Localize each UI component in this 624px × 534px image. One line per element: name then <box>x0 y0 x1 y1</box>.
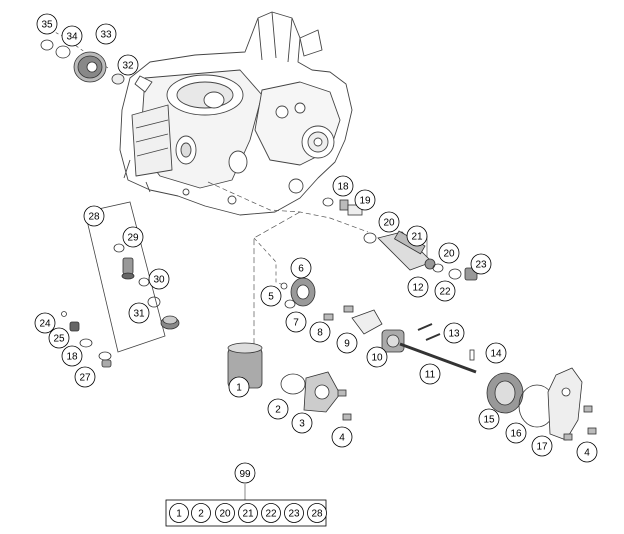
callout-bubble-c19 <box>354 189 376 211</box>
kit-item-bubble-2 <box>191 503 211 523</box>
engine-case-drawing <box>119 11 353 216</box>
callout-bubble-c30 <box>148 268 170 290</box>
callout-bubble-c31 <box>128 302 150 324</box>
callout-bubble-c32 <box>117 54 139 76</box>
callout-label-c27: 27 <box>79 373 91 384</box>
callout-label-c32: 32 <box>122 61 134 72</box>
callout-label-c22: 22 <box>439 287 451 298</box>
callout-bubble-c23 <box>470 253 492 275</box>
callout-bubble-c9 <box>336 332 358 354</box>
callout-bubble-c27 <box>74 366 96 388</box>
callout-bubble-c18b <box>332 175 354 197</box>
kit-items: 1 2 20 21 22 23 28 <box>169 503 327 523</box>
callout-bubble-c33 <box>95 23 117 45</box>
callout-label-c21: 21 <box>411 232 423 243</box>
kit-item-label-22: 22 <box>265 509 277 520</box>
kit-box: 99 1 2 20 21 22 23 28 <box>165 462 327 527</box>
callout-bubble-c10 <box>366 346 388 368</box>
callout-label-c12: 12 <box>412 283 424 294</box>
callout-label-c20b: 20 <box>443 249 455 260</box>
callout-label-c13: 13 <box>448 329 460 340</box>
callout-label-c20a: 20 <box>383 218 395 229</box>
kit-item-label-28: 28 <box>311 509 323 520</box>
kit-item-bubble-23 <box>284 503 304 523</box>
callout-label-c18a: 18 <box>66 352 78 363</box>
callout-bubble-c29 <box>122 226 144 248</box>
callout-bubble-c20a <box>378 211 400 233</box>
callout-label-c19: 19 <box>359 196 371 207</box>
callout-label-c4b: 4 <box>584 448 590 459</box>
callout-bubble-c18a <box>61 345 83 367</box>
callout-bubble-c35 <box>36 13 58 35</box>
kit-item-bubble-1 <box>169 503 189 523</box>
kit-item-bubble-21 <box>238 503 258 523</box>
callout-bubble-c21 <box>406 225 428 247</box>
callout-bubble-c1 <box>228 376 250 398</box>
callout-bubble-c16 <box>505 422 527 444</box>
callout-label-c34: 34 <box>66 32 78 43</box>
callout-label-c31: 31 <box>133 309 145 320</box>
callout-label-c10: 10 <box>371 353 383 364</box>
callout-bubble-c17 <box>531 435 553 457</box>
callout-label-c11: 11 <box>425 370 436 381</box>
callout-label-c18b: 18 <box>337 182 349 193</box>
kit-item-bubble-22 <box>261 503 281 523</box>
part-shapes <box>40 39 597 441</box>
callout-bubble-c24 <box>34 312 56 334</box>
callout-label-c14: 14 <box>490 349 502 360</box>
kit-item-label-1: 1 <box>176 509 182 520</box>
callout-bubble-c2 <box>267 398 289 420</box>
callout-label-c7: 7 <box>293 318 299 329</box>
callout-label-c1: 1 <box>236 383 242 394</box>
callout-bubble-c28 <box>83 205 105 227</box>
callout-label-c4a: 4 <box>339 433 345 444</box>
callout-label-c23: 23 <box>475 260 487 271</box>
callout-label-c2: 2 <box>275 405 281 416</box>
callout-label-c9: 9 <box>344 339 350 350</box>
callout-bubble-c4b <box>576 441 598 463</box>
kit-item-bubble-20 <box>215 503 235 523</box>
callout-label-c25: 25 <box>53 334 65 345</box>
callout-label-c5: 5 <box>268 292 274 303</box>
callout-bubble-c20b <box>438 242 460 264</box>
callout-bubble-c25 <box>48 327 70 349</box>
callout-label-c6: 6 <box>298 264 304 275</box>
callout-label-c29: 29 <box>127 233 139 244</box>
callout-label-c15: 15 <box>483 415 495 426</box>
callout-bubble-c5 <box>260 285 282 307</box>
callout-label-c24: 24 <box>39 319 51 330</box>
callout-bubble-c7 <box>285 311 307 333</box>
callout-bubble-c15 <box>478 408 500 430</box>
callout-label-c35: 35 <box>41 20 53 31</box>
callout-label-c3: 3 <box>299 419 305 430</box>
callout-bubble-c12 <box>407 276 429 298</box>
kit-item-label-23: 23 <box>288 509 300 520</box>
callout-bubble-c22 <box>434 280 456 302</box>
callout-label-c33: 33 <box>100 30 112 41</box>
callout-label-c17: 17 <box>536 442 548 453</box>
kit-item-label-2: 2 <box>198 509 204 520</box>
callout-bubble-c13 <box>443 322 465 344</box>
callout-bubble-c34 <box>61 25 83 47</box>
callout-bubble-c14 <box>485 342 507 364</box>
kit-callout-label: 99 <box>239 469 251 480</box>
callout-bubble-c4a <box>331 426 353 448</box>
callout-label-c16: 16 <box>510 429 522 440</box>
kit-item-bubble-28 <box>307 503 327 523</box>
callout-bubble-c3 <box>291 412 313 434</box>
kit-callout <box>234 462 256 484</box>
callout-label-c30: 30 <box>153 275 165 286</box>
kit-item-label-21: 21 <box>242 509 254 520</box>
kit-item-label-20: 20 <box>219 509 231 520</box>
callout-bubble-c6 <box>290 257 312 279</box>
callout-bubble-c8 <box>309 321 331 343</box>
callout-bubble-c11 <box>419 363 441 385</box>
callout-label-c28: 28 <box>88 212 100 223</box>
callout-label-c8: 8 <box>317 328 323 339</box>
